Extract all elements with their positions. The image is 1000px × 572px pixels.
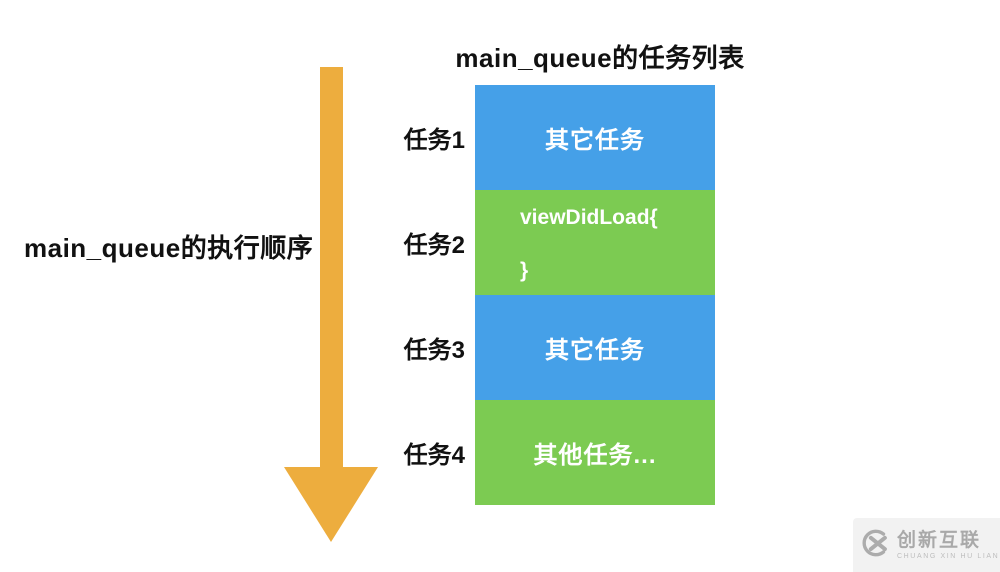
execution-order-label: main_queue的执行顺序 (24, 233, 314, 263)
task-block-3-text: 其它任务 (545, 337, 645, 364)
queue-task-list-title: main_queue的任务列表 (455, 43, 745, 73)
watermark-name: 创新互联 (897, 529, 982, 551)
task-block-2-code-open: viewDidLoad{ (520, 206, 658, 229)
task-block-3: 其它任务 (475, 295, 715, 400)
task-label-2: 任务2 (403, 232, 465, 259)
task-label-3: 任务3 (403, 337, 465, 364)
task-block-1-text: 其它任务 (545, 127, 645, 154)
watermark-badge: 创新互联 CHUANG XIN HU LIAN (853, 518, 1000, 572)
task-block-4: 其他任务... (475, 400, 715, 505)
task-label-4: 任务4 (403, 442, 465, 469)
task-label-1: 任务1 (403, 127, 465, 154)
chuangxin-logo-icon (861, 528, 891, 563)
task-block-4-text: 其他任务... (533, 442, 657, 469)
down-arrow-shaft (320, 67, 343, 467)
task-block-2: viewDidLoad{ } (475, 190, 715, 295)
watermark-subtitle: CHUANG XIN HU LIAN (897, 552, 1000, 560)
down-arrow-head-icon (284, 467, 378, 542)
task-block-1: 其它任务 (475, 85, 715, 190)
task-block-2-code-close: } (520, 259, 529, 282)
